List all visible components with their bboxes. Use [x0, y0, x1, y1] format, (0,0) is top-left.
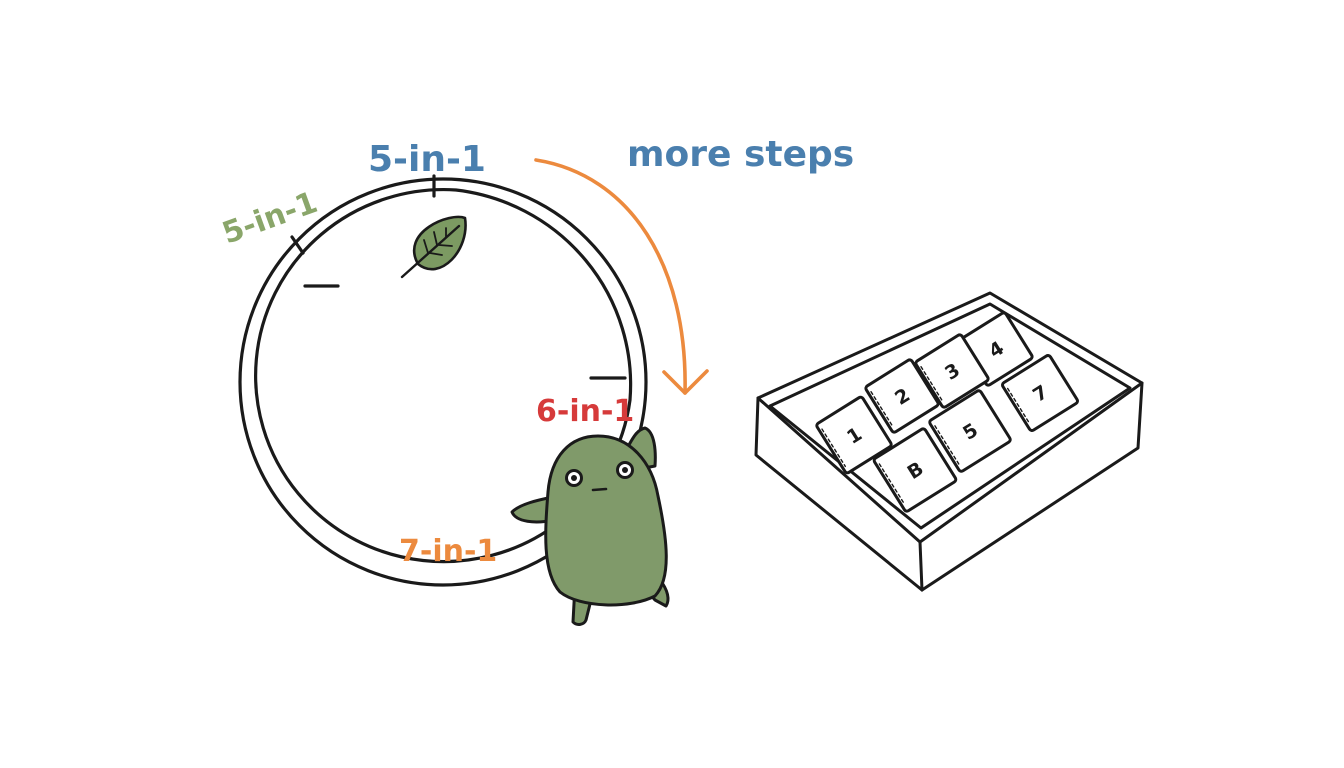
- box-left-wall: [754, 396, 924, 592]
- curved-arrow: [534, 158, 709, 395]
- packet-3: 3: [914, 333, 990, 409]
- curved-arrow-head: [662, 369, 709, 395]
- dial-outer-ring: [238, 177, 648, 587]
- leaf-icon: [400, 215, 467, 279]
- label-upper-left-5in1: 5-in-1: [218, 185, 322, 252]
- label-bottom-7in1: 7-in-1: [399, 534, 497, 569]
- packet-2: 2: [864, 358, 940, 434]
- packet-1: 1: [815, 395, 893, 475]
- mascot-mouth: [591, 487, 608, 492]
- label-right-6in1: 6-in-1: [536, 394, 634, 429]
- box-right-wall: [920, 381, 1144, 592]
- packet-b: B: [872, 427, 958, 513]
- dial-tick-upper-left: [290, 235, 305, 255]
- label-more-steps: more steps: [627, 134, 854, 175]
- dial: [238, 174, 648, 587]
- box-inner-rim: [768, 302, 1132, 530]
- packet-5: 5: [928, 389, 1012, 473]
- dial-inner-ring: [254, 187, 633, 564]
- curved-arrow-shaft: [534, 158, 687, 395]
- mascot-left-arm: [510, 495, 556, 524]
- packet-7: 7: [1001, 354, 1079, 432]
- packet-box: 4 3 2 7 1 5 B: [754, 291, 1144, 592]
- mascot-character: [510, 426, 670, 626]
- label-top-5in1: 5-in-1: [368, 139, 486, 180]
